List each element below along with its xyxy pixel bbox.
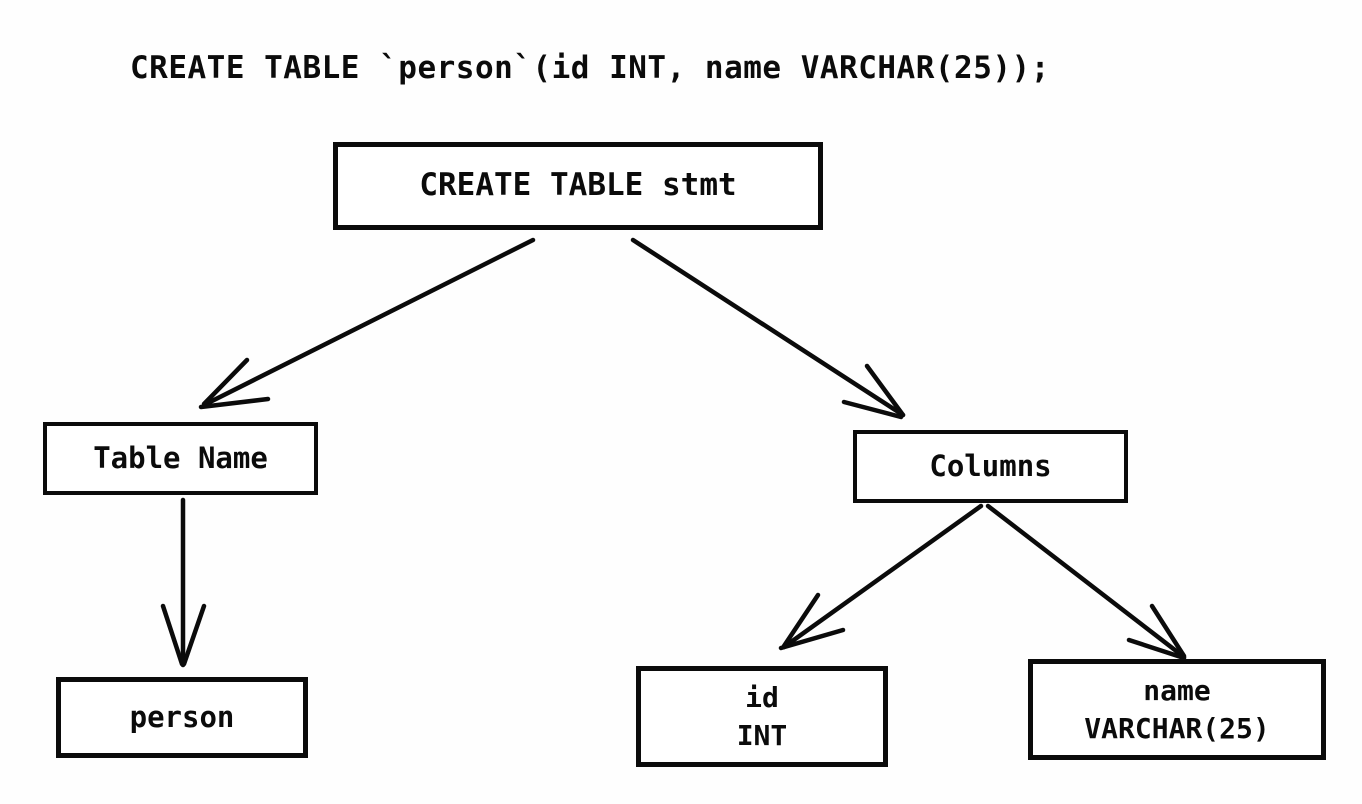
tree-node-label-line1: name bbox=[1143, 673, 1211, 707]
tree-node-name-column: name VARCHAR(25) bbox=[1028, 659, 1326, 760]
tree-node-label: Table Name bbox=[93, 440, 268, 475]
sql-statement-text: CREATE TABLE `person`(id INT, name VARCH… bbox=[130, 50, 1050, 86]
edge-table-name-to-person bbox=[160, 497, 207, 668]
tree-node-label: CREATE TABLE stmt bbox=[419, 167, 737, 204]
tree-node-label: person bbox=[129, 699, 235, 734]
tree-node-id-column: id INT bbox=[636, 666, 888, 767]
tree-node-label-line2: VARCHAR(25) bbox=[1084, 711, 1270, 745]
tree-node-table-name: Table Name bbox=[43, 422, 318, 495]
tree-node-create-table-stmt: CREATE TABLE stmt bbox=[333, 142, 823, 230]
edge-columns-to-id bbox=[778, 503, 984, 651]
edge-root-to-table-name bbox=[198, 237, 536, 410]
tree-node-label-line2: INT bbox=[736, 718, 788, 752]
tree-node-columns: Columns bbox=[853, 430, 1128, 503]
tree-node-person: person bbox=[56, 677, 308, 758]
tree-node-label: Columns bbox=[929, 448, 1052, 483]
edge-root-to-columns bbox=[630, 237, 906, 420]
tree-node-label-line1: id bbox=[745, 680, 779, 714]
edge-columns-to-name bbox=[985, 503, 1187, 661]
